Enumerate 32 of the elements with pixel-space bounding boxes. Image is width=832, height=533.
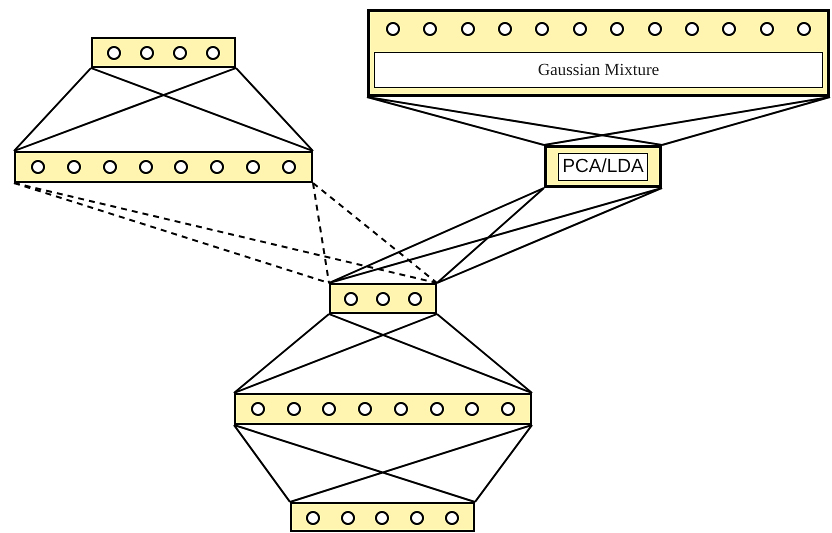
connection-line (366, 96, 544, 146)
connection-line (312, 182, 330, 284)
connection-line (14, 67, 236, 152)
layer-box (367, 9, 830, 97)
connection-line (328, 187, 544, 284)
connection-line (233, 313, 330, 394)
connection-line (474, 424, 533, 503)
layer-box (290, 502, 475, 532)
connection-line (436, 187, 662, 284)
layer-box (329, 283, 437, 314)
model-box (374, 52, 823, 88)
connection-line (290, 424, 532, 503)
connection-line (235, 67, 314, 152)
connection-line (436, 187, 545, 284)
connection-line (436, 313, 533, 394)
connection-line (90, 67, 314, 152)
layer-box (14, 151, 313, 183)
connection-line (662, 96, 830, 146)
layer-box (91, 37, 236, 68)
method-label: PCA/LDA (558, 152, 648, 180)
connection-line (13, 67, 92, 152)
connection-line (366, 96, 662, 146)
model-label: Gaussian Mixture (538, 59, 660, 82)
connection-line (328, 313, 532, 394)
layer-box (234, 393, 532, 425)
method-box (544, 145, 662, 188)
connection-line (14, 182, 438, 284)
connection-line (14, 182, 330, 284)
connection-line (234, 424, 476, 503)
connection-line (234, 313, 438, 394)
connection-line (312, 182, 438, 284)
connection-line (233, 424, 291, 503)
